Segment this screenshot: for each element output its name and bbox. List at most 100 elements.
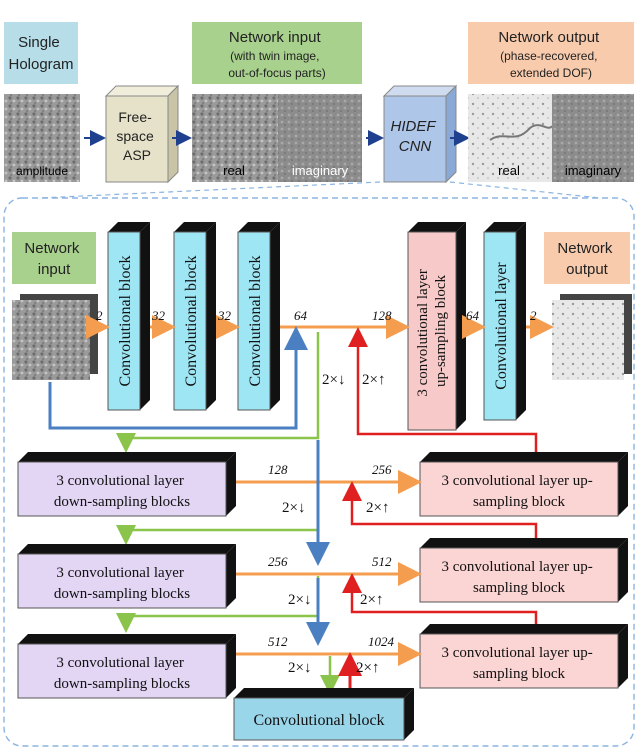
asp-box <box>105 95 169 183</box>
up-block-3-line1: 3 convolutional layer up- <box>442 645 593 661</box>
output-imaginary-caption: imaginary <box>565 163 622 178</box>
ch-c1: 32 <box>151 308 166 323</box>
svg-text:3 convolutional layer do: 3 convolutional layer down-sampling bloc… <box>54 473 190 510</box>
bottom-conv-block: Convolutional block <box>233 688 414 741</box>
conv-block-1: Convolutional block <box>107 222 150 411</box>
ch-c3: 64 <box>294 308 308 323</box>
network-input-header-line1: Network input <box>229 29 322 46</box>
network-output-header-box <box>468 22 634 84</box>
svg-text:Free- space ASP: Free- space ASP <box>116 109 157 163</box>
conv-block-2-label: Convolutional block <box>183 255 200 386</box>
svg-text:3 convolutional layer up-: 3 convolutional layer up- sampling block <box>442 645 597 682</box>
level-2: 3 convolutional layer down-sampling bloc… <box>17 440 628 633</box>
hologram-label-line2: Hologram <box>8 56 73 73</box>
svg-text:3 convolutional layer do: 3 convolutional layer down-sampling bloc… <box>54 565 190 602</box>
up-block-2 <box>419 547 619 603</box>
zoom-frame <box>3 181 635 747</box>
hologram-amplitude-image <box>4 94 80 182</box>
cnn-label-line1: HIDEF <box>391 118 437 135</box>
up-block-2-line1: 3 convolutional layer up- <box>442 559 593 575</box>
down-block-3-line1: 3 convolutional layer <box>56 655 183 671</box>
up-arrow-level1 <box>348 327 538 452</box>
conv-block-3: Convolutional block <box>237 222 280 411</box>
input-stack-front <box>12 300 90 380</box>
op-up-level1: 2×↑ <box>366 500 389 516</box>
network-input-header-line2: (with twin image, <box>230 49 319 63</box>
network-output-header-line3: extended DOF) <box>510 66 592 80</box>
op-down-level2: 2×↓ <box>288 592 311 608</box>
top-upsampling-line2: up-sampling block <box>433 274 449 387</box>
ch-l2-down: 256 <box>268 554 288 569</box>
ch-l1-down: 128 <box>268 462 288 477</box>
svg-text:3 convolutional layer up-: 3 convolutional layer up- sampling block <box>442 473 597 510</box>
svg-text:Network input (with twin: Network input (with twin image, out-of-f… <box>228 29 325 80</box>
detail-network-output-line2: output <box>566 261 609 278</box>
conv-layer-block: Convolutional layer <box>483 222 526 421</box>
input-real-caption: real <box>223 163 245 178</box>
op-down-level0: 2×↓ <box>322 372 345 388</box>
hologram-label-line1: Single <box>18 34 60 51</box>
down-block-2 <box>17 553 227 609</box>
output-real-caption: real <box>498 163 520 178</box>
conv-block-1-label: Convolutional block <box>117 255 134 386</box>
detail-network-input-line1: Network <box>24 240 80 257</box>
down-arrow-level1 <box>116 332 320 453</box>
svg-text:3 convolutional layer up-: 3 convolutional layer up- sampling block <box>442 559 597 596</box>
amplitude-caption: amplitude <box>16 164 68 178</box>
ch-l3-up: 1024 <box>368 634 395 649</box>
asp-box-top <box>104 85 180 97</box>
svg-text:Single Hologram: Single Hologram <box>8 34 73 73</box>
network-input-header-box <box>192 22 362 84</box>
detail-network-output-label-box <box>544 232 630 284</box>
conv-layer-label: Convolutional layer <box>493 262 510 390</box>
up-block-1-line2: sampling block <box>473 494 566 510</box>
svg-text:Network output (phase-re: Network output (phase-recovered, extende… <box>498 29 603 80</box>
ch-c2: 32 <box>217 308 232 323</box>
output-imaginary-image <box>552 94 634 182</box>
up-block-3-line2: sampling block <box>473 666 566 682</box>
down-block-1 <box>17 461 227 517</box>
level-1: 3 convolutional layer down-sampling bloc… <box>17 452 628 545</box>
ch-c5: 64 <box>466 308 480 323</box>
down-block-2-line2: down-sampling blocks <box>54 586 190 602</box>
svg-text:HIDEF CNN: HIDEF CNN <box>391 118 440 155</box>
top-upsampling-block: 3 convolutional layer up-sampling block <box>407 222 466 431</box>
network-output-header-line1: Network output <box>498 29 600 46</box>
svg-text:3 convolutional layer: 3 convolutional layer up-sampling block <box>415 265 449 396</box>
asp-box-side <box>167 84 179 184</box>
op-up-level0: 2×↑ <box>362 372 385 388</box>
cnn-box-top <box>382 85 458 97</box>
down-block-1-line1: 3 convolutional layer <box>56 473 183 489</box>
ch-c4: 128 <box>372 308 392 323</box>
input-imaginary-caption: imaginary <box>292 163 349 178</box>
asp-label-line3: ASP <box>123 147 151 163</box>
up-block-1-line1: 3 convolutional layer up- <box>442 473 593 489</box>
up-block-2-line2: sampling block <box>473 580 566 596</box>
bottom-conv-block-label: Convolutional block <box>253 712 384 729</box>
network-output-header-line2: (phase-recovered, <box>500 49 597 63</box>
down-block-2-line1: 3 convolutional layer <box>56 565 183 581</box>
cnn-box <box>383 95 447 183</box>
level-3: 3 convolutional layer down-sampling bloc… <box>17 578 628 699</box>
output-stack-front <box>552 300 624 380</box>
op-up-level2: 2×↑ <box>360 592 383 608</box>
network-input-header-line3: out-of-focus parts) <box>228 66 325 80</box>
output-real-image <box>468 94 552 182</box>
skip-input-blue <box>48 326 308 430</box>
ch-l1-up: 256 <box>372 462 392 477</box>
detail-network-input-label-box <box>12 232 96 284</box>
up-arrow-level3 <box>342 573 538 632</box>
down-block-1-line2: down-sampling blocks <box>54 494 190 510</box>
asp-label-line2: space <box>116 128 154 144</box>
hologram-label-box <box>4 22 78 84</box>
bottom-conv-block-body <box>233 697 405 741</box>
up-block-3 <box>419 633 619 689</box>
detail-network-output-line1: Network <box>557 240 613 257</box>
svg-text:Network input: Network input <box>24 240 83 278</box>
detail-top-row: Network input Convolutional block Convol… <box>12 222 632 453</box>
cnn-label-line2: CNN <box>399 138 432 155</box>
ch-in: 2 <box>96 308 103 323</box>
up-arrow-level2 <box>342 481 538 544</box>
cnn-box-side <box>445 84 457 184</box>
